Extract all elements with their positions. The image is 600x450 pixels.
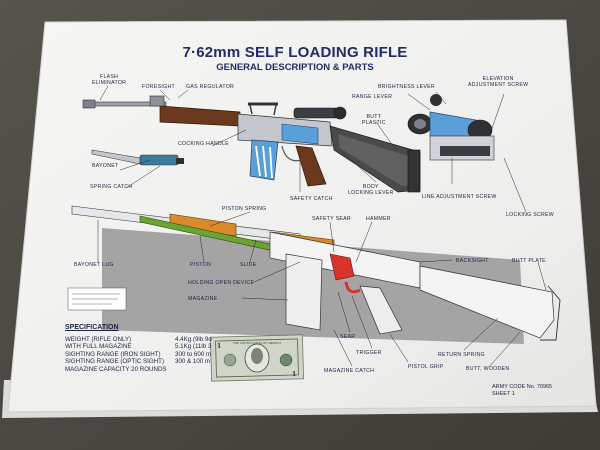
label-flash-eliminator: FLASH ELIMINATOR bbox=[92, 74, 126, 86]
upper-rifle bbox=[82, 95, 421, 193]
bill-denomination-left: 1 bbox=[217, 343, 221, 350]
bill-denomination-right: 1 bbox=[292, 371, 296, 378]
label-hammer: HAMMER bbox=[366, 216, 391, 222]
label-magazine: MAGAZINE bbox=[188, 296, 218, 302]
label-locking-screw: LOCKING SCREW bbox=[506, 212, 554, 218]
label-flash-eliminator-line1: FLASH bbox=[100, 74, 119, 80]
spec-row: WEIGHT (RIFLE ONLY) 4.4Kg (9lb 9o bbox=[65, 336, 245, 343]
label-elevation-line2: ADJUSTMENT SCREW bbox=[468, 82, 529, 88]
spec-row: MAGAZINE CAPACITY 20 ROUNDS bbox=[65, 366, 245, 373]
army-code: ARMY CODE No. 70965 bbox=[492, 384, 553, 390]
label-flash-eliminator-line2: ELIMINATOR bbox=[92, 80, 127, 86]
label-elevation-line1: ELEVATION bbox=[482, 76, 514, 82]
label-foresight: FORESIGHT bbox=[142, 84, 175, 90]
spec-row: SIGHTING RANGE (OPTIC SIGHT) 300 & 100 m bbox=[65, 358, 245, 365]
label-piston: PISTON bbox=[190, 262, 212, 268]
spec-key: SIGHTING RANGE (IRON SIGHT) bbox=[65, 350, 161, 358]
spec-value: 300 to 600 m bbox=[175, 350, 212, 358]
label-range-lever: RANGE LEVER bbox=[352, 94, 393, 100]
label-elevation-adjustment-screw: ELEVATION ADJUSTMENT SCREW bbox=[468, 76, 528, 88]
label-gas-regulator: GAS REGULATOR bbox=[186, 84, 235, 90]
label-safety-sear: SAFETY SEAR bbox=[312, 216, 351, 222]
specification-heading: SPECIFICATION bbox=[65, 324, 119, 331]
poster-title: 7·62mm SELF LOADING RIFLE bbox=[182, 44, 408, 61]
label-holding-open-device: HOLDING OPEN DEVICE bbox=[188, 280, 255, 286]
spec-row: WITH FULL MAGAZINE 5.1Kg (11lb 3 bbox=[65, 343, 245, 350]
label-butt-wooden: BUTT, WOODEN bbox=[466, 366, 510, 372]
label-cocking-handle: COCKING HANDLE bbox=[178, 141, 229, 147]
spec-value: 4.4Kg (9lb 9o bbox=[175, 336, 212, 343]
label-butt-plate: BUTT PLATE bbox=[512, 258, 546, 264]
spec-value: 5.1Kg (11lb 3 bbox=[175, 343, 212, 351]
specification-panel: SPECIFICATION WEIGHT (RIFLE ONLY) 4.4Kg … bbox=[65, 324, 245, 373]
label-brightness-lever: BRIGHTNESS LEVER bbox=[378, 84, 435, 90]
spec-key: MAGAZINE CAPACITY 20 ROUNDS bbox=[65, 365, 167, 373]
spec-key: SIGHTING RANGE (OPTIC SIGHT) bbox=[65, 358, 165, 366]
lower-rifle bbox=[67, 205, 561, 344]
sheet-number: SHEET 1 bbox=[492, 391, 515, 397]
label-piston-spring: PISTON SPRING bbox=[222, 206, 267, 212]
bayonet bbox=[91, 149, 184, 166]
label-slide: SLIDE bbox=[240, 262, 257, 268]
spec-key: WEIGHT (RIFLE ONLY) bbox=[65, 336, 132, 343]
leader-lines bbox=[97, 85, 547, 367]
label-return-spring: RETURN SPRING bbox=[438, 352, 485, 358]
label-butt-plastic: BUTT PLASTIC bbox=[362, 114, 386, 126]
dollar-bill: 1 1 THE UNITED STATES OF AMERICA bbox=[210, 334, 304, 382]
poster-subtitle: GENERAL DESCRIPTION & PARTS bbox=[216, 62, 374, 73]
label-sear: SEAR bbox=[340, 334, 356, 340]
label-backsight: BACKSIGHT bbox=[456, 258, 489, 264]
label-body-locking-lever: BODY LOCKING LEVER bbox=[348, 184, 394, 196]
spec-key: WITH FULL MAGAZINE bbox=[65, 343, 132, 351]
army-code-block: ARMY CODE No. 70965 SHEET 1 bbox=[492, 384, 552, 398]
bill-text: THE UNITED STATES OF AMERICA bbox=[233, 341, 281, 345]
label-butt-plastic-line2: PLASTIC bbox=[362, 120, 386, 126]
label-spring-catch: SPRING CATCH bbox=[90, 184, 133, 190]
label-pistol-grip: PISTOL GRIP bbox=[408, 364, 444, 370]
sight-detail bbox=[407, 94, 495, 161]
spec-row: SIGHTING RANGE (IRON SIGHT) 300 to 600 m bbox=[65, 351, 245, 358]
label-trigger: TRIGGER bbox=[356, 350, 382, 356]
label-safety-catch: SAFETY CATCH bbox=[290, 196, 333, 202]
label-body-locking-lever-line1: BODY bbox=[362, 184, 379, 190]
label-magazine-catch: MAGAZINE CATCH bbox=[324, 368, 375, 374]
label-line-adjustment-screw: LINE ADJUSTMENT SCREW bbox=[422, 194, 497, 200]
label-bayonet: BAYONET bbox=[92, 163, 119, 169]
label-butt-plastic-line1: BUTT bbox=[366, 114, 382, 120]
spec-value: 300 & 100 m bbox=[175, 358, 211, 366]
label-body-locking-lever-line2: LOCKING LEVER bbox=[348, 190, 394, 196]
label-bayonet-lug: BAYONET LUG bbox=[74, 262, 114, 268]
